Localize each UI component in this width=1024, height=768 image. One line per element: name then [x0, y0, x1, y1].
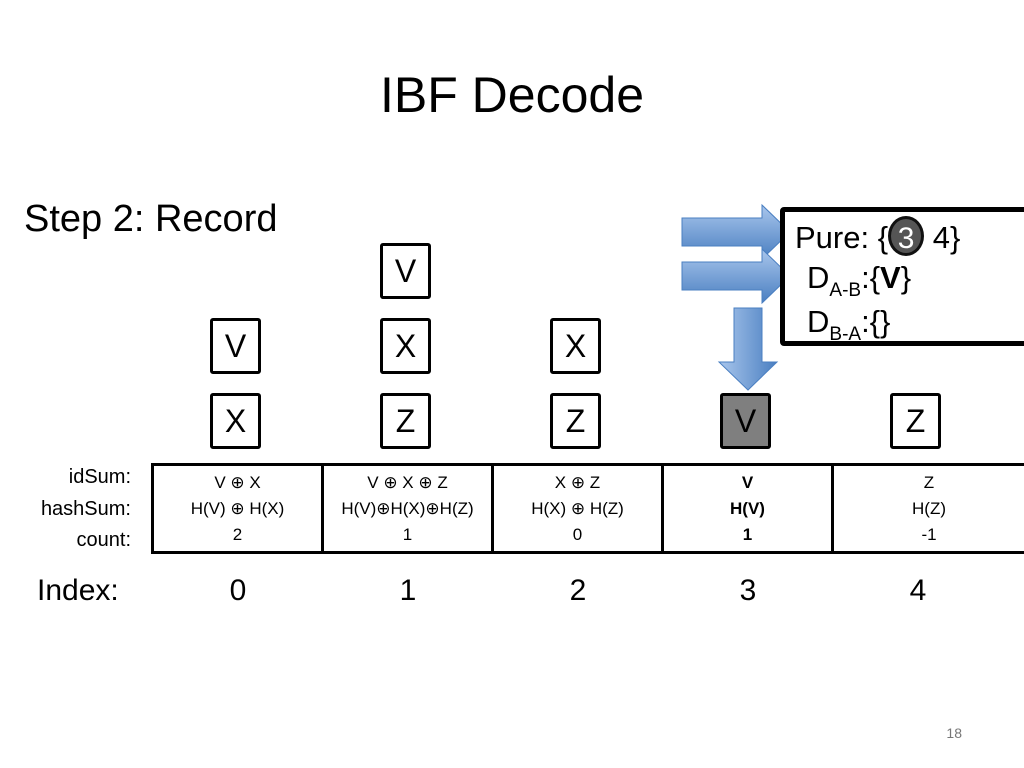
cell-1-element-x: X [380, 318, 431, 374]
cell-0-element-x: X [210, 393, 261, 449]
dba-value: :{} [861, 304, 891, 339]
d-b-minus-a-line: DB-A:{} [807, 304, 891, 345]
count-label: count: [76, 529, 131, 551]
cell-3-element-v-pure: V [720, 393, 771, 449]
pure-index-circled: 3 [888, 216, 925, 256]
page-number: 18 [946, 725, 962, 741]
pure-rest: 4} [924, 220, 961, 255]
cell-4-element-z: Z [890, 393, 941, 449]
cell-0-count: 2 [232, 524, 243, 544]
dba-main: D [807, 304, 830, 339]
cell-4-count: -1 [921, 524, 937, 544]
dab-sub: A-B [829, 280, 862, 301]
cell-0-hashsum: H(V) ⊕ H(X) [190, 498, 285, 518]
cell-4-idsum: Z [923, 472, 935, 492]
dab-open: :{ [861, 260, 881, 295]
cell-1-count: 1 [402, 524, 413, 544]
cell-2-count: 0 [572, 524, 583, 544]
ibf-cell-4: Z H(Z) -1 [834, 466, 1024, 551]
ibf-table: V ⊕ X H(V) ⊕ H(X) 2 V ⊕ X ⊕ Z H(V)⊕H(X)⊕… [151, 463, 1024, 554]
cell-1-element-v: V [380, 243, 431, 299]
pure-list-line: Pure: {3 4} [795, 216, 960, 256]
index-1: 1 [399, 574, 417, 607]
slide-title: IBF Decode [379, 67, 644, 123]
d-a-minus-b-line: DA-B:{V} [807, 260, 912, 301]
index-label: Index: [37, 574, 119, 607]
cell-1-hashsum: H(V)⊕H(X)⊕H(Z) [341, 498, 474, 518]
cell-3-idsum: V [741, 472, 754, 492]
index-2: 2 [569, 574, 587, 607]
cell-2-element-x: X [550, 318, 601, 374]
ibf-cell-0: V ⊕ X H(V) ⊕ H(X) 2 [154, 466, 324, 551]
dab-value: V [880, 260, 901, 295]
ibf-cell-3-pure: V H(V) 1 [664, 466, 834, 551]
index-0: 0 [229, 574, 247, 607]
ibf-cell-1: V ⊕ X ⊕ Z H(V)⊕H(X)⊕H(Z) 1 [324, 466, 494, 551]
cell-1-element-z: Z [380, 393, 431, 449]
dab-main: D [807, 260, 830, 295]
right-arrow-dab [681, 247, 791, 305]
cell-3-count: 1 [742, 524, 753, 544]
cell-2-idsum: X ⊕ Z [554, 472, 601, 492]
hashsum-label: hashSum: [40, 498, 131, 520]
cell-2-element-z: Z [550, 393, 601, 449]
pure-open-brace: { [877, 220, 889, 255]
right-arrow-pure [681, 203, 791, 261]
cell-0-idsum: V ⊕ X [214, 472, 261, 492]
idsum-label: idSum: [68, 466, 131, 488]
dba-sub: B-A [829, 324, 862, 345]
cell-4-hashsum: H(Z) [912, 498, 946, 518]
pure-list-panel: Pure: {3 4} DA-B:{V} DB-A:{} [780, 207, 1024, 346]
index-3: 3 [739, 574, 757, 607]
cell-2-hashsum: H(X) ⊕ H(Z) [531, 498, 624, 518]
down-arrow-pure-cell [717, 307, 779, 391]
pure-label: Pure: [795, 220, 870, 255]
step-label: Step 2: Record [24, 198, 278, 240]
cell-1-idsum: V ⊕ X ⊕ Z [367, 472, 448, 492]
dab-close: } [900, 260, 912, 295]
ibf-cell-2: X ⊕ Z H(X) ⊕ H(Z) 0 [494, 466, 664, 551]
cell-0-element-v: V [210, 318, 261, 374]
cell-3-hashsum: H(V) [730, 498, 765, 518]
index-4: 4 [909, 574, 927, 607]
